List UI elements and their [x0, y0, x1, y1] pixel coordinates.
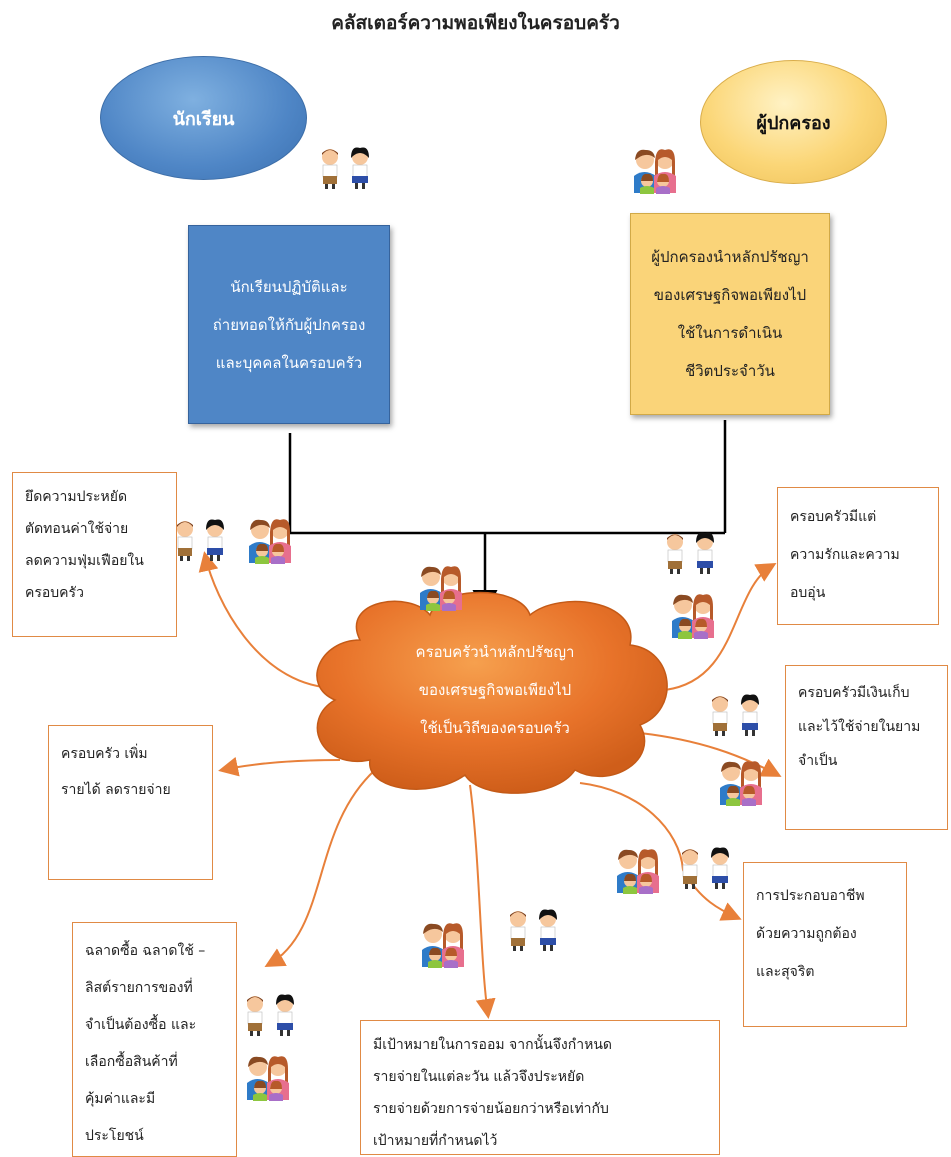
- students-icon: [509, 908, 558, 952]
- outcome-box-smart-buy: ฉลาดซื้อ ฉลาดใช้ – ลิสต์รายการของที่ จำเ…: [72, 922, 237, 1157]
- parent-ellipse: ผู้ปกครอง: [700, 60, 887, 184]
- students-icon: [666, 531, 715, 575]
- family-icon: [634, 149, 676, 194]
- merge-lines: [288, 420, 727, 615]
- family-icon: [420, 566, 462, 611]
- outcome-box-love: ครอบครัวมีแต่ ความรักและความ อบอุ่น: [777, 487, 939, 625]
- center-cloud-shape: [316, 591, 668, 794]
- family-icon: [672, 594, 714, 639]
- students-icon: [711, 693, 760, 737]
- outcome-box-income: ครอบครัว เพิ่ม รายได้ ลดรายจ่าย: [48, 725, 213, 880]
- students-icon: [246, 993, 295, 1037]
- family-icon: [249, 519, 291, 564]
- page-title: คลัสเตอร์ความพอเพียงในครอบครัว: [331, 12, 620, 34]
- student-label: นักเรียน: [172, 108, 235, 130]
- student-ellipse: นักเรียน: [100, 56, 307, 180]
- parent-label: ผู้ปกครอง: [756, 112, 831, 134]
- outcome-box-savings-fund: ครอบครัวมีเงินเก็บ และไว้ใช้จ่ายในยาม จำ…: [785, 665, 948, 830]
- outcome-box-career: การประกอบอาชีพ ด้วยความถูกต้อง และสุจริต: [743, 862, 907, 1027]
- family-icon: [617, 849, 659, 894]
- student-box: นักเรียนปฏิบัติและ ถ่ายทอดให้กับผู้ปกครอ…: [188, 225, 390, 424]
- outcome-arrows: [198, 551, 782, 1019]
- students-icon: [321, 146, 370, 190]
- parent-box: ผู้ปกครองนำหลักปรัชญา ของเศรษฐกิจพอเพียง…: [630, 213, 830, 415]
- center-cloud-text: ครอบครัวนำหลักปรัชญา ของเศรษฐกิจพอเพียงไ…: [415, 643, 575, 737]
- students-icon: [176, 518, 225, 562]
- family-icon: [247, 1056, 289, 1101]
- students-icon: [681, 846, 730, 890]
- family-icon: [422, 923, 464, 968]
- family-icon: [720, 761, 762, 806]
- outcome-box-goal: มีเป้าหมายในการออม จากนั้นจึงกำหนด รายจ่…: [360, 1020, 720, 1155]
- outcome-box-saving: ยึดความประหยัด ตัดทอนค่าใช้จ่าย ลดความฟุ…: [12, 472, 177, 637]
